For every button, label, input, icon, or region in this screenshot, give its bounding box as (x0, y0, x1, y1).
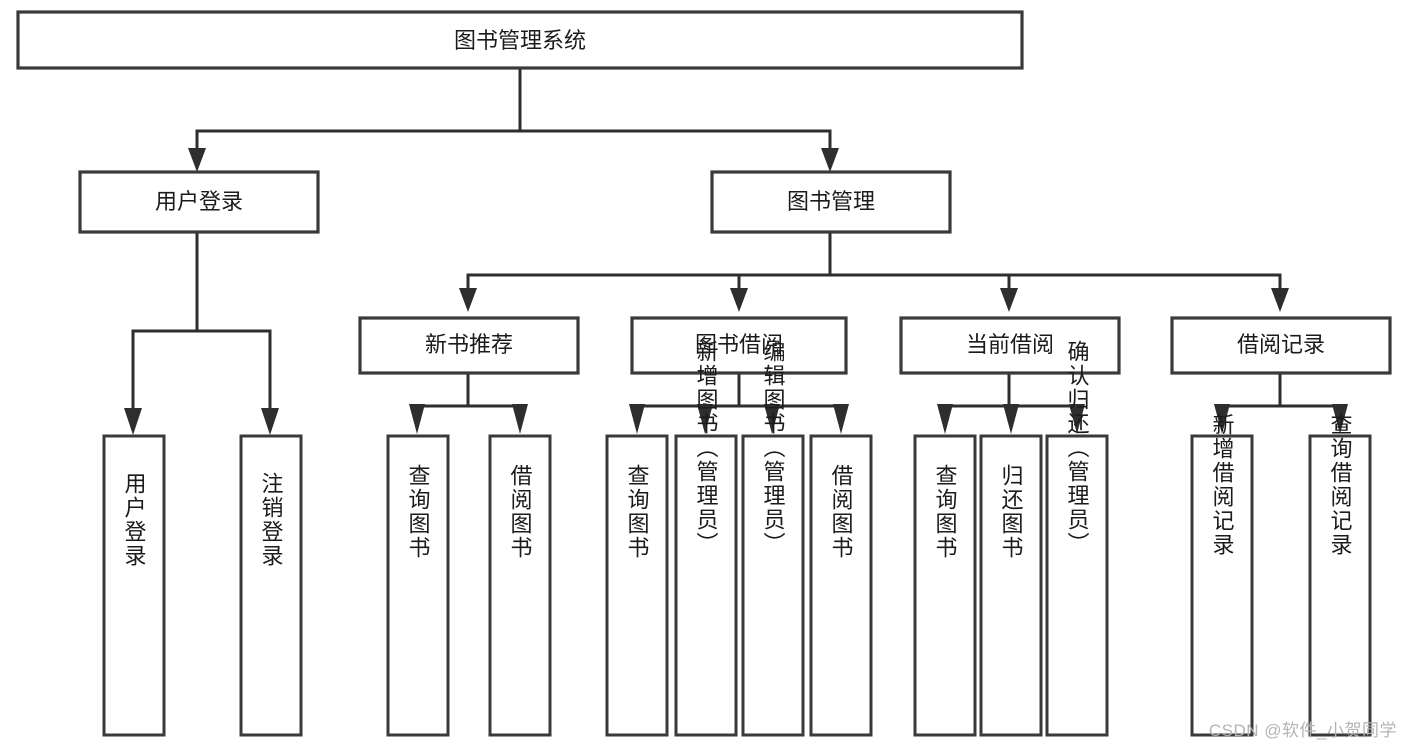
node-leaf-edit-book-label: 编辑图书（管理员） (761, 340, 786, 556)
arrow-icon-to-book-borrow (730, 288, 748, 312)
node-borrow-record[interactable]: 借阅记录 (1170, 316, 1392, 375)
node-leaf-user-login[interactable]: 用户登录 (102, 434, 166, 737)
node-leaf-edit-book-box[interactable] (741, 434, 805, 737)
node-borrow-record-label: 借阅记录 (1237, 332, 1325, 357)
node-leaf-add-book-label: 新增图书（管理员） (694, 340, 719, 556)
node-leaf-query-book-1[interactable]: 查询图书 (386, 434, 450, 737)
node-root-box[interactable] (16, 10, 1024, 70)
arrow-icon-to-leaf-query-book-3 (937, 404, 953, 434)
node-leaf-edit-book[interactable]: 编辑图书（管理员） (741, 340, 805, 737)
node-book-borrow-label: 图书借阅 (695, 332, 783, 357)
arrow-icon-to-borrow-record (1271, 288, 1289, 312)
node-leaf-confirm-return-label: 确认归还（管理员） (1065, 340, 1090, 556)
node-leaf-query-book-3-box[interactable] (913, 434, 977, 737)
node-book-borrow[interactable]: 图书借阅 (630, 316, 848, 375)
node-leaf-confirm-return[interactable]: 确认归还（管理员） (1045, 340, 1109, 737)
node-new-book-recommend-label: 新书推荐 (425, 332, 513, 357)
node-leaf-logout-login-label: 注销登录 (259, 472, 284, 568)
node-leaf-borrow-book-2-label: 借阅图书 (829, 464, 854, 560)
arrow-icon-to-user-login (188, 148, 206, 172)
node-leaf-borrow-book-1[interactable]: 借阅图书 (488, 434, 552, 737)
node-user-login-box[interactable] (78, 170, 320, 234)
arrow-icon-to-leaf-logout-login (261, 408, 279, 435)
arrow-icon-to-leaf-confirm-return (1069, 404, 1085, 434)
node-leaf-add-book[interactable]: 新增图书（管理员） (674, 340, 738, 737)
node-leaf-add-record-box[interactable] (1190, 434, 1254, 737)
node-borrow-record-box[interactable] (1170, 316, 1392, 375)
node-leaf-borrow-book-2[interactable]: 借阅图书 (809, 434, 873, 737)
node-current-borrow[interactable]: 当前借阅 (899, 316, 1121, 375)
node-leaf-user-login-label: 用户登录 (122, 472, 147, 568)
node-leaf-borrow-book-1-box[interactable] (488, 434, 552, 737)
node-book-manage-label: 图书管理 (787, 189, 875, 214)
arrow-icon-to-leaf-query-book-1 (409, 404, 425, 434)
node-book-manage-box[interactable] (710, 170, 952, 234)
node-leaf-confirm-return-box[interactable] (1045, 434, 1109, 737)
csdn-watermark: CSDN @软件_小贺同学 (1208, 721, 1397, 740)
node-leaf-borrow-book-1-label: 借阅图书 (508, 464, 533, 560)
arrow-icon-to-current-borrow (1000, 288, 1018, 312)
node-leaf-query-book-3-label: 查询图书 (933, 464, 958, 560)
arrow-icon-to-leaf-borrow-book-2 (833, 404, 849, 434)
node-leaf-return-book-box[interactable] (979, 434, 1043, 737)
node-book-borrow-box[interactable] (630, 316, 848, 375)
node-leaf-add-record-label: 新增借阅记录 (1210, 413, 1235, 557)
node-leaf-query-book-2-box[interactable] (605, 434, 669, 737)
arrow-icon-to-new-book-recommend (459, 288, 477, 312)
arrow-icon-to-book-manage (821, 148, 839, 172)
node-leaf-borrow-book-2-box[interactable] (809, 434, 873, 737)
node-leaf-query-book-2-label: 查询图书 (625, 464, 650, 560)
node-leaf-add-book-box[interactable] (674, 434, 738, 737)
node-leaf-query-book-3[interactable]: 查询图书 (913, 434, 977, 737)
node-new-book-recommend[interactable]: 新书推荐 (358, 316, 580, 375)
node-leaf-logout-login[interactable]: 注销登录 (239, 434, 303, 737)
node-root[interactable]: 图书管理系统 (16, 10, 1024, 70)
node-leaf-return-book-label: 归还图书 (999, 464, 1024, 560)
node-book-manage[interactable]: 图书管理 (710, 170, 952, 234)
arrow-icon-to-leaf-edit-book (764, 404, 780, 434)
node-leaf-logout-login-box[interactable] (239, 434, 303, 737)
node-current-borrow-label: 当前借阅 (966, 332, 1054, 357)
arrow-icon-to-leaf-add-book (697, 404, 713, 434)
node-current-borrow-box[interactable] (899, 316, 1121, 375)
node-user-login-label: 用户登录 (155, 189, 243, 214)
node-leaf-return-book[interactable]: 归还图书 (979, 434, 1043, 737)
arrow-icon-to-leaf-return-book (1003, 404, 1019, 434)
arrow-icon-to-leaf-user-login (124, 408, 142, 435)
node-new-book-recommend-box[interactable] (358, 316, 580, 375)
arrow-icon-to-leaf-query-record (1332, 404, 1348, 434)
node-leaf-query-record-box[interactable] (1308, 434, 1372, 737)
arrow-icon-to-leaf-borrow-book-1 (512, 404, 528, 434)
node-leaf-add-record[interactable]: 新增借阅记录 (1190, 413, 1254, 737)
node-leaf-query-record[interactable]: 查询借阅记录 (1308, 413, 1372, 737)
node-leaf-query-book-2[interactable]: 查询图书 (605, 434, 669, 737)
arrow-icon-to-leaf-query-book-2 (629, 404, 645, 434)
node-leaf-query-book-1-label: 查询图书 (406, 464, 431, 560)
node-leaf-query-record-label: 查询借阅记录 (1328, 413, 1353, 557)
node-root-label: 图书管理系统 (454, 28, 586, 53)
node-leaf-user-login-box[interactable] (102, 434, 166, 737)
node-leaf-query-book-1-box[interactable] (386, 434, 450, 737)
arrowheads (124, 148, 1348, 435)
arrow-icon-to-leaf-add-record (1214, 404, 1230, 434)
node-user-login[interactable]: 用户登录 (78, 170, 320, 234)
